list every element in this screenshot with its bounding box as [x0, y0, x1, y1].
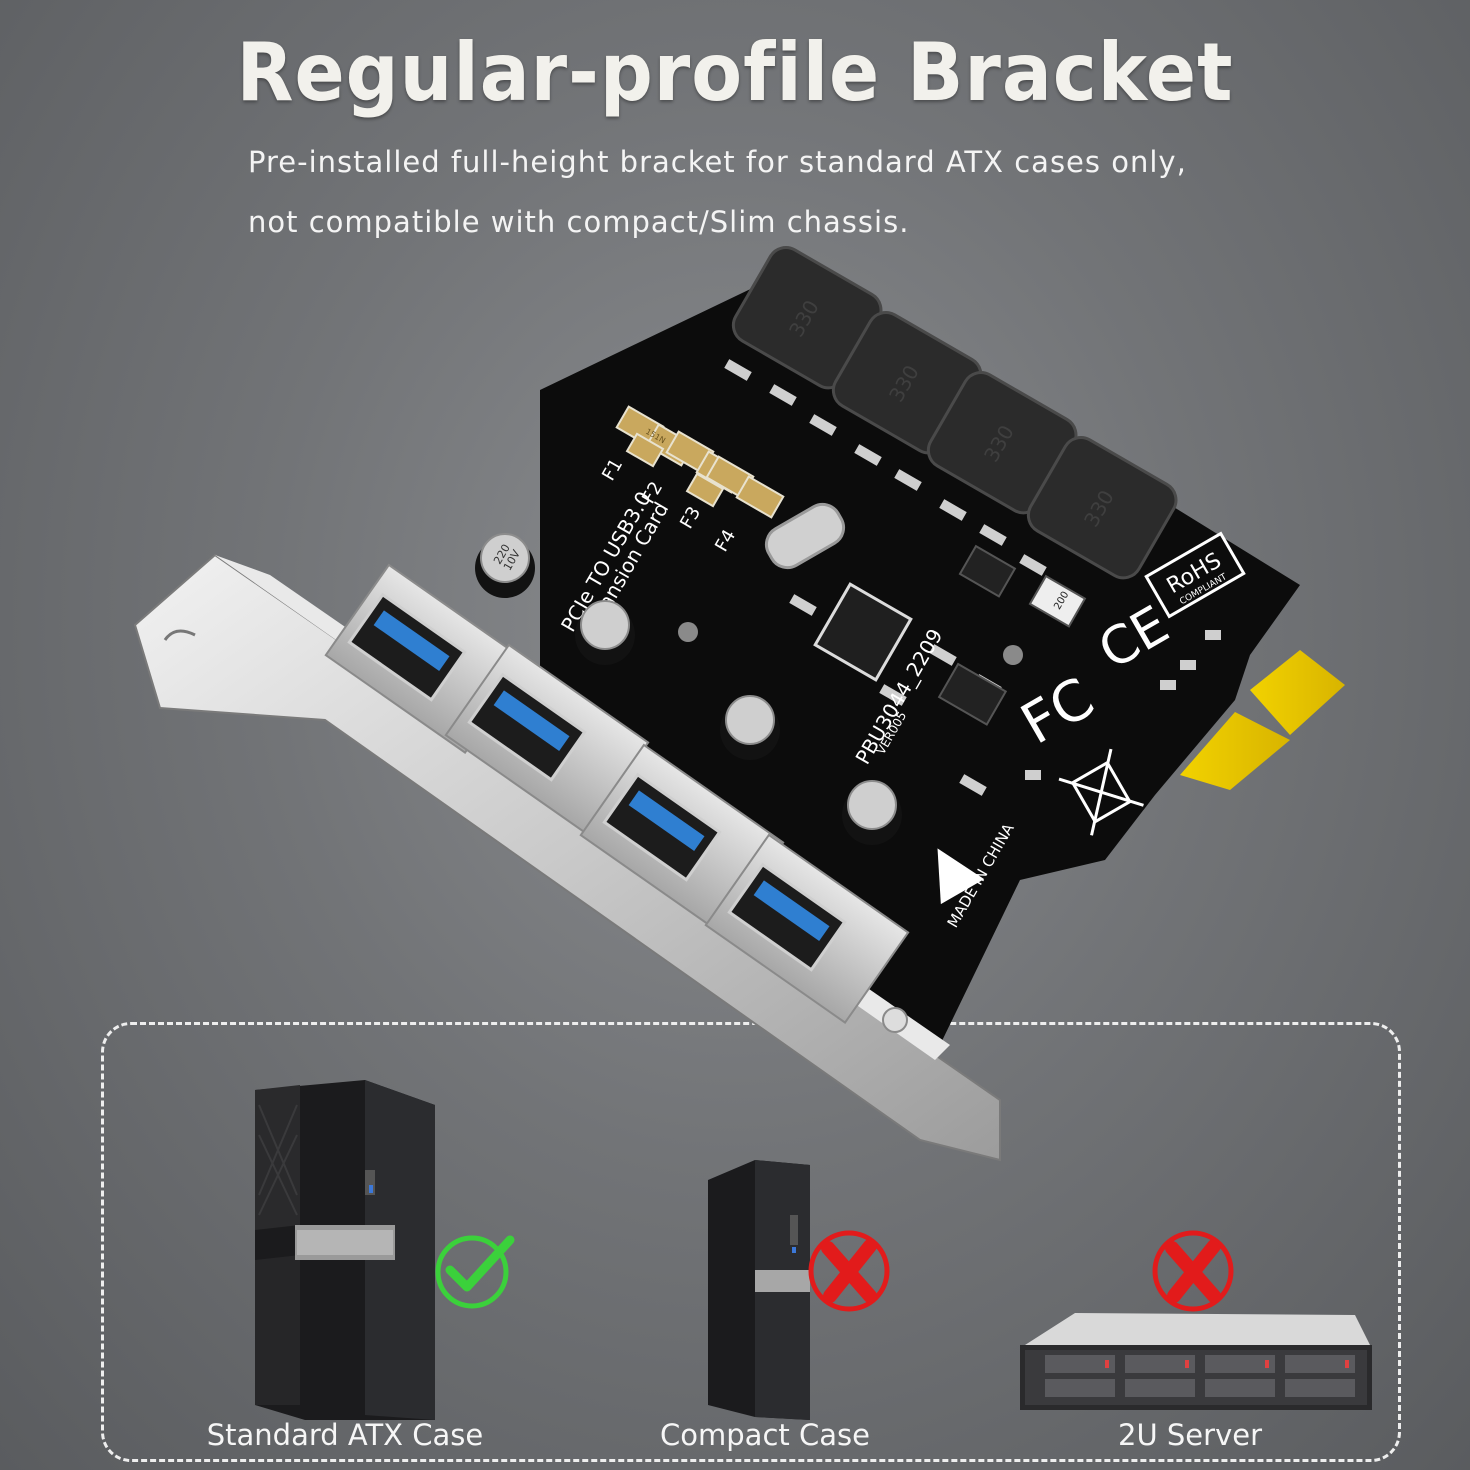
compatibility-panel — [101, 1022, 1401, 1462]
capacitor-1 — [475, 533, 535, 598]
compact-case-image — [708, 1160, 810, 1420]
check-icon — [435, 1235, 515, 1309]
esd-warning-icon — [937, 848, 985, 905]
compat-label-2u-server: 2U Server — [1118, 1418, 1262, 1452]
compat-label-standard-atx: Standard ATX Case — [206, 1418, 484, 1452]
mounting-hole-left — [678, 622, 698, 642]
capacitor-2 — [575, 600, 635, 665]
compat-label-compact: Compact Case — [660, 1418, 870, 1452]
capacitor-3 — [720, 695, 780, 760]
capacitors — [475, 533, 902, 845]
page-title: Regular-profile Bracket — [236, 26, 1234, 120]
usb-ports — [324, 563, 910, 1024]
cross-icon — [1152, 1230, 1234, 1312]
smd-components — [724, 359, 1221, 796]
usb-port-4 — [704, 833, 910, 1024]
gold-fingers — [1180, 650, 1345, 790]
mounting-hole-right — [1003, 645, 1023, 665]
controller-chip — [813, 582, 913, 682]
fuses — [615, 405, 785, 519]
2u-server-image — [1020, 1313, 1372, 1410]
capacitor-4 — [842, 780, 902, 845]
mosfet-chips — [937, 544, 1087, 726]
description-line-1: Pre-installed full-height bracket for st… — [248, 145, 1187, 179]
crystal-oscillator — [764, 502, 846, 570]
description-line-2: not compatible with compact/Slim chassis… — [248, 205, 910, 239]
standard-atx-case-image — [255, 1080, 435, 1420]
weee-icon — [1058, 748, 1144, 836]
cross-icon — [808, 1230, 890, 1312]
inductors — [731, 246, 1178, 580]
